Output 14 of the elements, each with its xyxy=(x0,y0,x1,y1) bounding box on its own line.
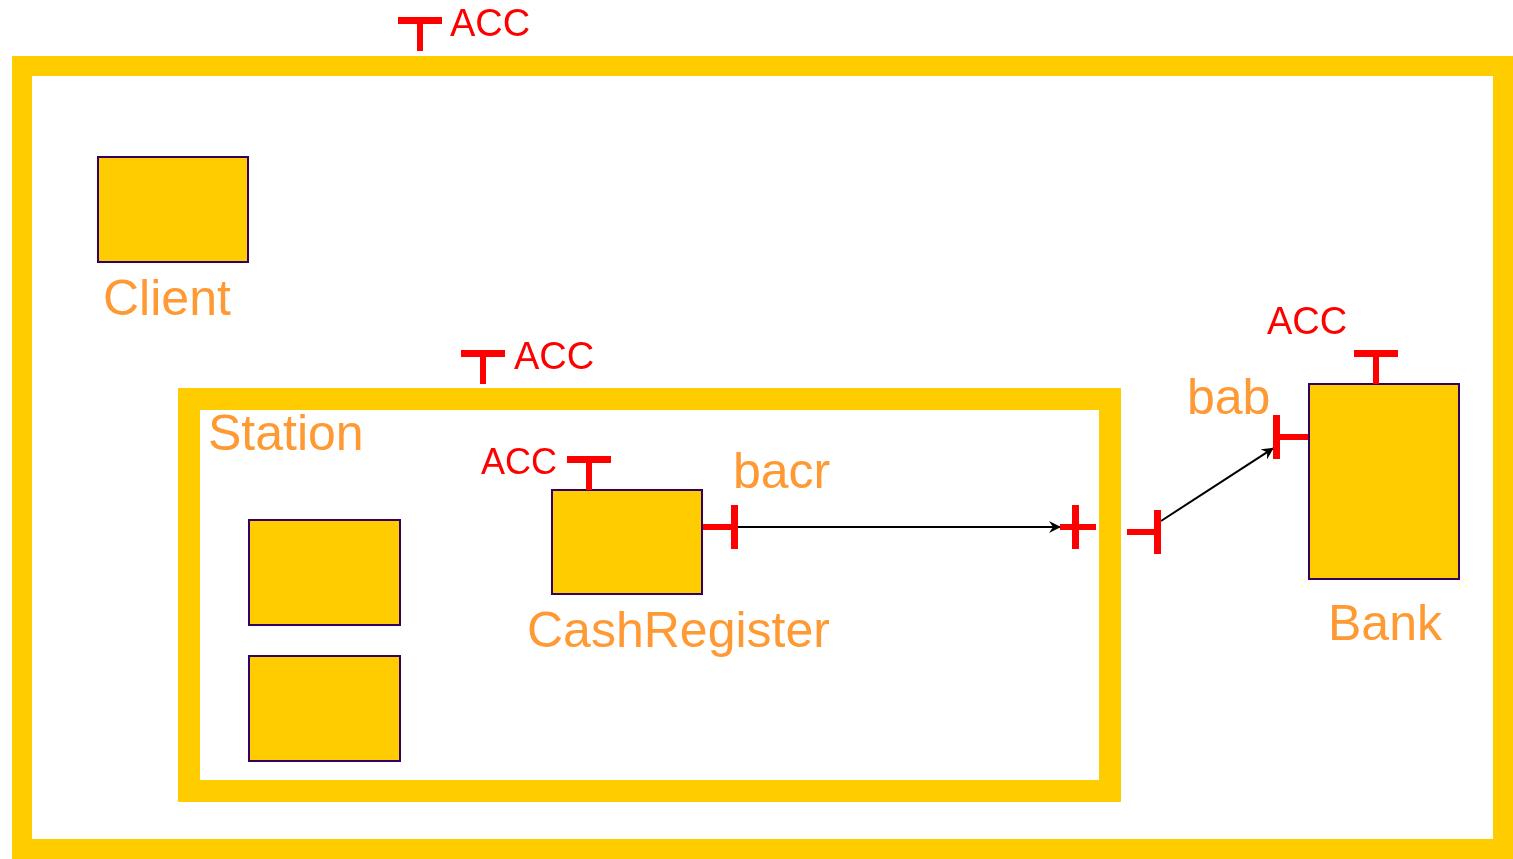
port-label: ACC xyxy=(481,444,557,480)
container-box xyxy=(12,56,1513,859)
component-label: Bank xyxy=(1328,598,1442,648)
port-label: ACC xyxy=(514,337,595,375)
component-label: CashRegister xyxy=(527,605,830,655)
arrow xyxy=(1160,447,1274,522)
container-title: Station xyxy=(208,408,364,458)
arrow xyxy=(737,521,1061,533)
container-box xyxy=(178,388,1121,802)
port-label: bab xyxy=(1187,372,1271,422)
port-label: ACC xyxy=(450,4,531,42)
port-label: bacr xyxy=(733,446,831,496)
component-label: Client xyxy=(103,273,231,323)
port-label: ACC xyxy=(1267,302,1348,340)
